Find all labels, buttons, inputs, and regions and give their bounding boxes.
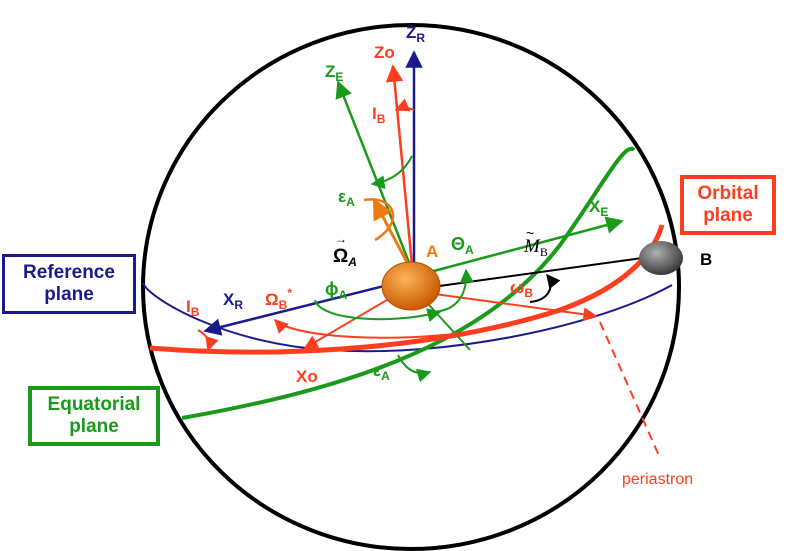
eps-a-arc-bottom	[397, 354, 432, 383]
label-zo: Zo	[374, 43, 395, 62]
label-theta-a: ΘA	[451, 234, 474, 257]
omega-a-arrow-accent: →	[335, 232, 347, 246]
label-b: B	[700, 250, 712, 269]
label-ib-left: IB	[186, 297, 200, 319]
label-ze: ZE	[325, 62, 343, 84]
omega-small-b-arc	[529, 273, 561, 303]
label-ib-top: IB	[372, 104, 386, 126]
label-eps-a-top: εA	[338, 187, 355, 209]
orbital-plane-label: Orbital plane	[697, 183, 759, 226]
equatorial-plane-label: Equatorial plane	[47, 394, 141, 437]
label-zr: ZR	[406, 23, 425, 45]
ib-arc-top	[394, 98, 415, 112]
label-xr: XR	[223, 290, 243, 312]
label-eps-a-bottom: εA	[373, 361, 390, 383]
label-xe: XE	[589, 197, 608, 219]
label-omega-b-star: ΩB*	[265, 286, 292, 312]
periastron-line	[419, 291, 598, 322]
eps-a-arc-top	[370, 155, 413, 190]
body-b	[639, 241, 683, 275]
reference-plane-box: Reference plane	[2, 254, 136, 314]
equatorial-plane-curve	[181, 146, 636, 420]
label-omega-small-b: ωB	[510, 278, 533, 300]
xe-axis	[429, 216, 624, 274]
label-xo: Xo	[296, 367, 318, 386]
label-omega-a-vec: ΩA	[333, 246, 357, 269]
label-periastron: periastron	[622, 471, 693, 488]
zo-axis	[385, 64, 414, 266]
body-a	[381, 261, 441, 311]
label-mb: MB	[523, 236, 548, 259]
ze-axis	[335, 80, 412, 266]
ib-arc-left	[197, 329, 219, 352]
periastron-dashed	[599, 321, 661, 459]
label-a: A	[426, 242, 438, 261]
xr-axis	[203, 280, 401, 336]
phi-a-arc	[314, 299, 442, 322]
reference-plane-label: Reference plane	[23, 262, 115, 305]
sphere-outline	[141, 23, 681, 551]
label-phi-a: ϕA	[325, 279, 348, 302]
orbital-plane-box: Orbital plane	[680, 175, 776, 235]
omega-b-arc	[274, 319, 511, 339]
mb-tilde: ~	[526, 225, 534, 241]
omega-a-rotation-arc	[363, 198, 395, 242]
equatorial-plane-box: Equatorial plane	[28, 386, 160, 446]
omega-a-vector	[372, 198, 412, 269]
